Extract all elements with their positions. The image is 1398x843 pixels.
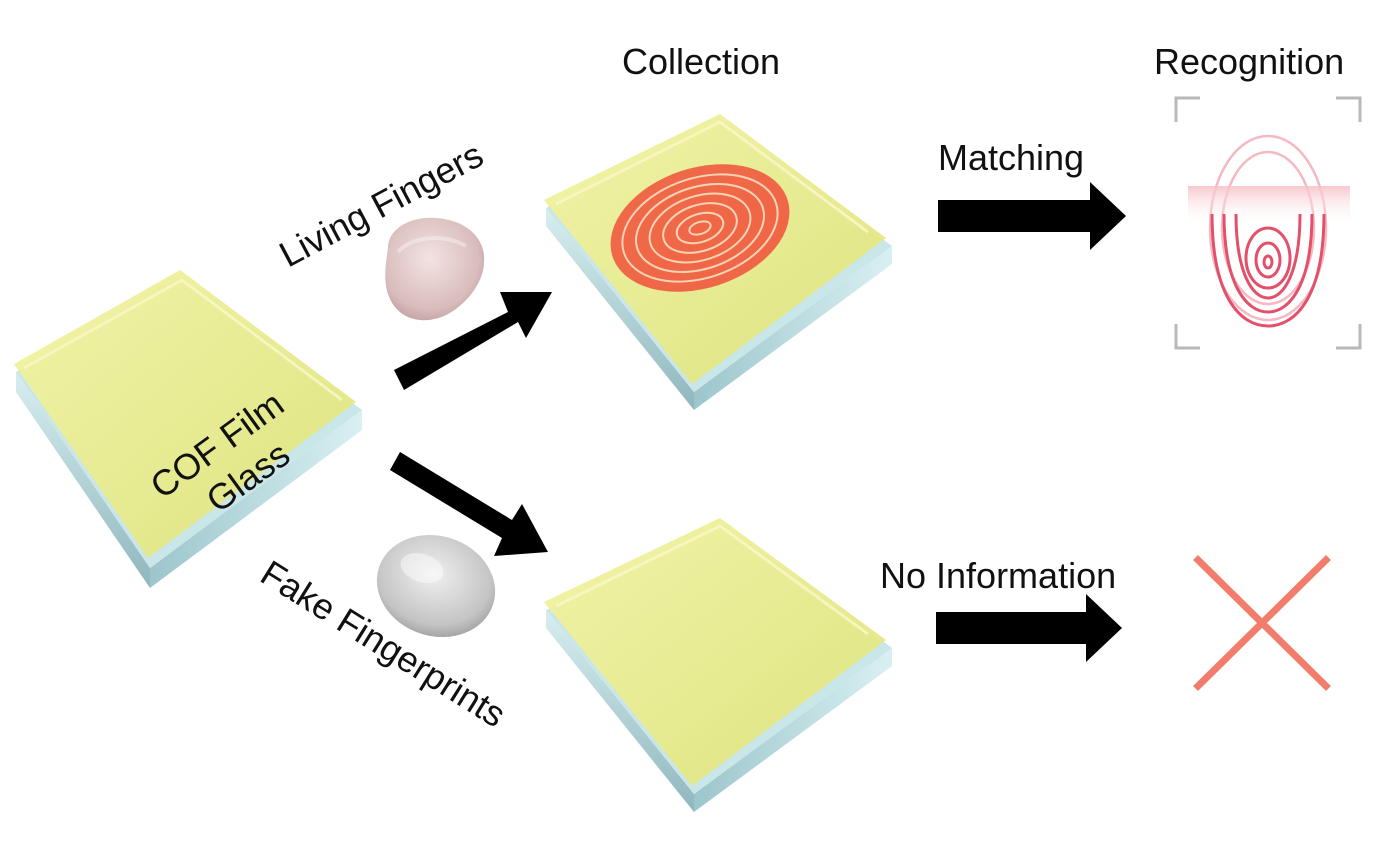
- fake-finger-icon: [376, 534, 496, 638]
- arrow-to-collection: [394, 292, 552, 390]
- arrow-no-information: [936, 594, 1122, 662]
- finger-icon: [385, 217, 485, 321]
- arrow-matching: [938, 182, 1126, 250]
- recognition-label: Recognition: [1154, 41, 1344, 82]
- arrow-to-blank: [390, 452, 548, 556]
- collected-fingerprint: [610, 164, 790, 292]
- recognized-fingerprint: [1188, 130, 1350, 328]
- cross-icon: [1193, 555, 1331, 691]
- cof-film-slide: [14, 270, 362, 588]
- matching-label: Matching: [938, 137, 1084, 178]
- scan-frame-icon: [1174, 96, 1362, 350]
- collection-label: Collection: [622, 41, 780, 82]
- blank-slide: [544, 518, 892, 812]
- no-information-label: No Information: [880, 555, 1116, 596]
